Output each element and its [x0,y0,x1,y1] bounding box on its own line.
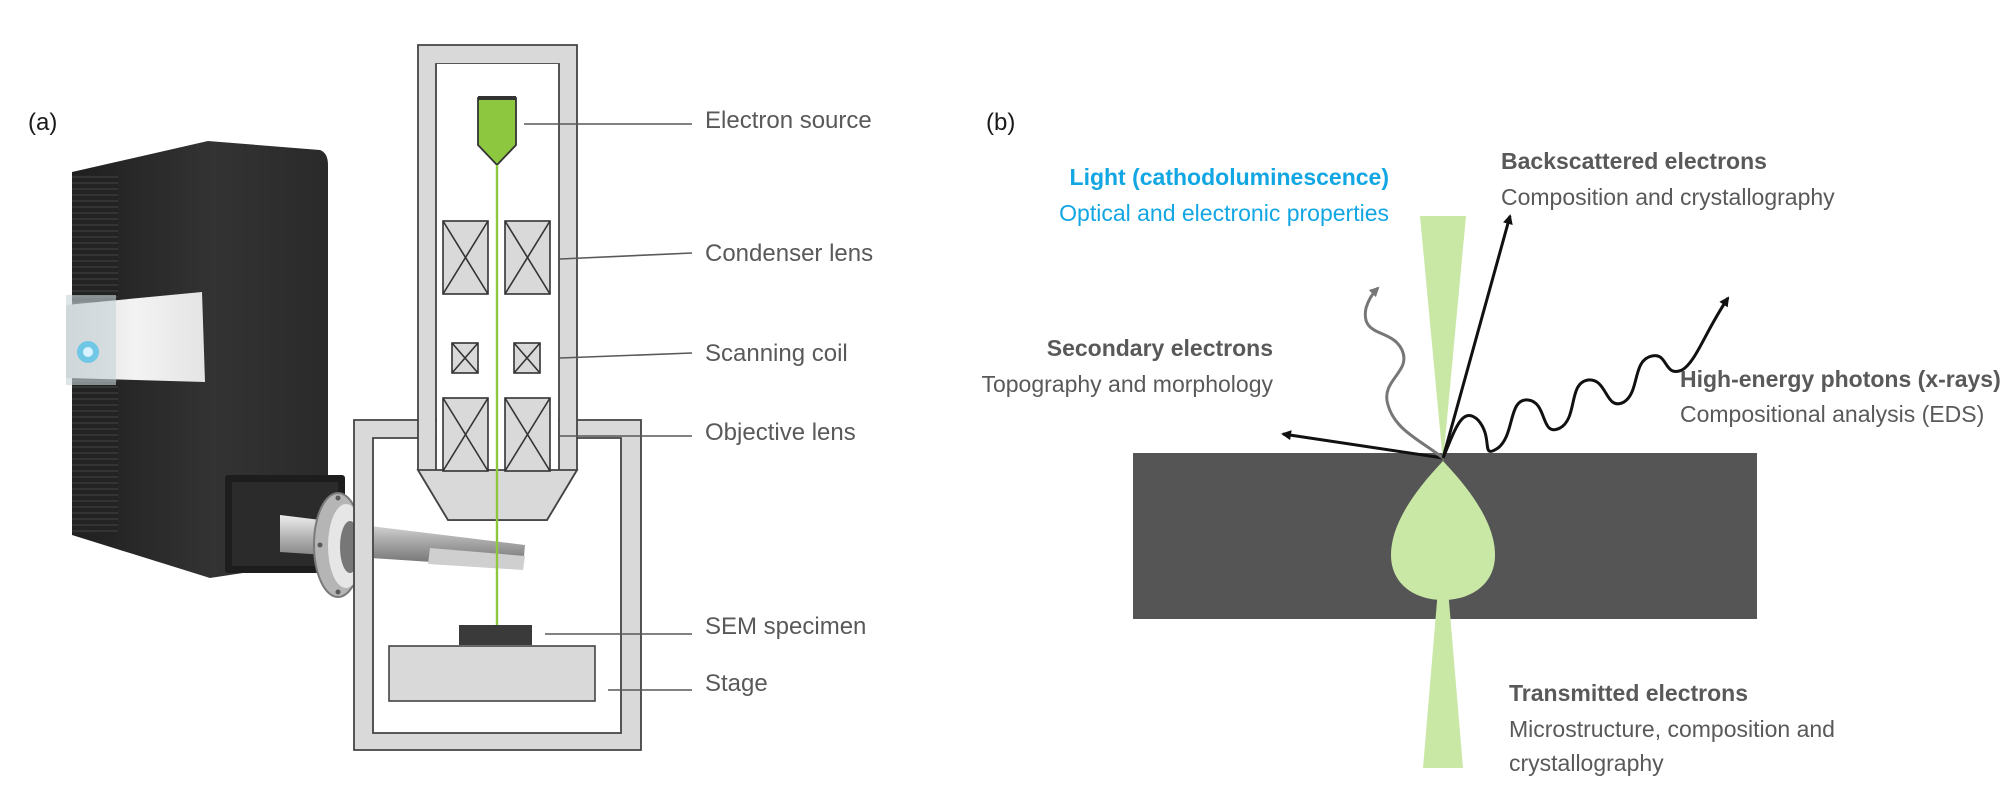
xray-signal-subtitle: Compositional analysis (EDS) [1680,401,1984,427]
xray-signal-title: High-energy photons (x-rays) [1680,366,2001,392]
panel-a-label: (a) [28,109,57,136]
incident-beam-cone [1420,216,1466,462]
objective-lens-icon [442,397,551,472]
scanning-coil-icon [451,342,541,374]
transmitted-beam-cone [1423,530,1463,768]
panel-b-label: (b) [986,109,1015,136]
backscattered-signal-subtitle: Composition and crystallography [1501,184,1835,210]
condenser-lens-icon [442,220,551,295]
backscattered-electron-arrow [1441,214,1513,459]
stage-block [388,645,596,702]
secondary-signal-title: Secondary electrons [1047,335,1273,361]
transmitted-signal-subtitle-line2: crystallography [1509,750,1664,776]
signal-arrows [1281,214,1730,460]
backscattered-signal-title: Backscattered electrons [1501,148,1767,174]
transmitted-signal-title: Transmitted electrons [1509,680,1748,706]
secondary-signal-subtitle: Topography and morphology [981,371,1273,397]
callout-stage: Stage [705,670,768,697]
secondary-electron-arrow [1281,430,1444,460]
cathodoluminescence-wave [1363,286,1444,460]
sem-specimen-block [459,625,532,645]
sem-column-schematic [353,44,642,751]
callout-scanning-coil: Scanning coil [705,340,848,367]
callout-sem-specimen: SEM specimen [705,613,866,640]
transmitted-signal-subtitle-line1: Microstructure, composition and [1509,716,1835,742]
callout-leaders [524,123,693,691]
xray-wave [1441,296,1730,459]
light-signal-subtitle: Optical and electronic properties [1059,200,1389,226]
callout-objective-lens: Objective lens [705,419,856,446]
light-signal-title: Light (cathodoluminescence) [1070,164,1389,190]
sem-instrument-illustration [66,141,525,598]
callout-electron-source: Electron source [705,107,872,134]
callout-condenser-lens: Condenser lens [705,240,873,267]
